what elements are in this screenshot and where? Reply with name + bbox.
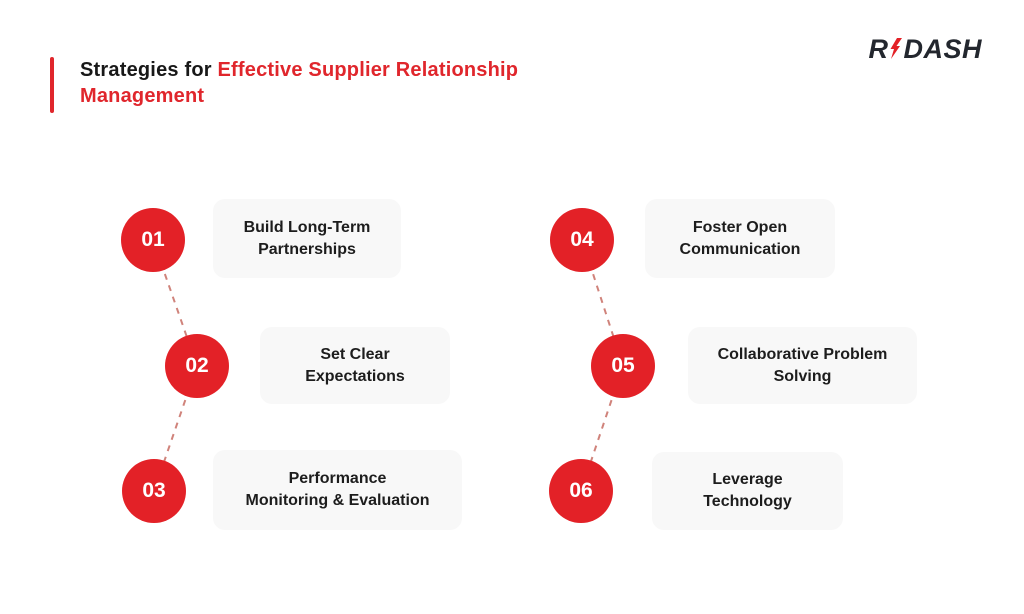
step-card-03: Performance Monitoring & Evaluation: [213, 450, 462, 530]
step-number: 03: [142, 479, 166, 502]
step-card-line2: Monitoring & Evaluation: [245, 492, 430, 509]
step-card-06: Leverage Technology: [652, 452, 843, 530]
step-card-line1: Leverage: [712, 471, 783, 488]
step-card-line1: Foster Open: [692, 218, 788, 236]
logo-prefix: R: [868, 34, 889, 64]
step-card-02: Set Clear Expectations: [260, 327, 450, 404]
step-card-line1: Collaborative Problem: [717, 345, 888, 363]
step-card-line2: Expectations: [305, 367, 405, 385]
step-card-05: Collaborative Problem Solving: [688, 327, 917, 404]
step-circle-02: 02: [165, 334, 229, 398]
step-circle-04: 04: [550, 208, 614, 272]
step-card-line1: Performance: [288, 470, 387, 487]
step-number: 05: [611, 354, 635, 377]
step-card-line2: Solving: [773, 367, 832, 385]
step-circle-03: 03: [122, 459, 186, 523]
title-accent-bar: [50, 57, 54, 113]
step-number: 04: [570, 228, 594, 251]
step-card-04: Foster Open Communication: [645, 199, 835, 278]
lightning-bolt-icon: [890, 35, 903, 65]
step-circle-01: 01: [121, 208, 185, 272]
page-title-black: Strategies for: [80, 59, 212, 81]
step-card-line1: Build Long-Term: [243, 218, 371, 236]
rdash-logo: R DASH: [868, 34, 982, 65]
step-number: 01: [141, 228, 165, 251]
logo-suffix: DASH: [903, 34, 982, 64]
step-card-line1: Set Clear: [320, 345, 390, 363]
page-title-red: Effective Supplier Relationship Manageme…: [80, 59, 519, 107]
step-circle-06: 06: [549, 459, 613, 523]
step-card-line2: Communication: [679, 240, 801, 258]
step-card-line2: Partnerships: [258, 240, 356, 258]
step-card-01: Build Long-Term Partnerships: [213, 199, 401, 278]
step-number: 06: [569, 479, 593, 502]
step-number: 02: [185, 354, 209, 377]
page-title: Strategies for Effective Supplier Relati…: [80, 57, 615, 109]
step-card-line2: Technology: [703, 493, 792, 510]
step-circle-05: 05: [591, 334, 655, 398]
